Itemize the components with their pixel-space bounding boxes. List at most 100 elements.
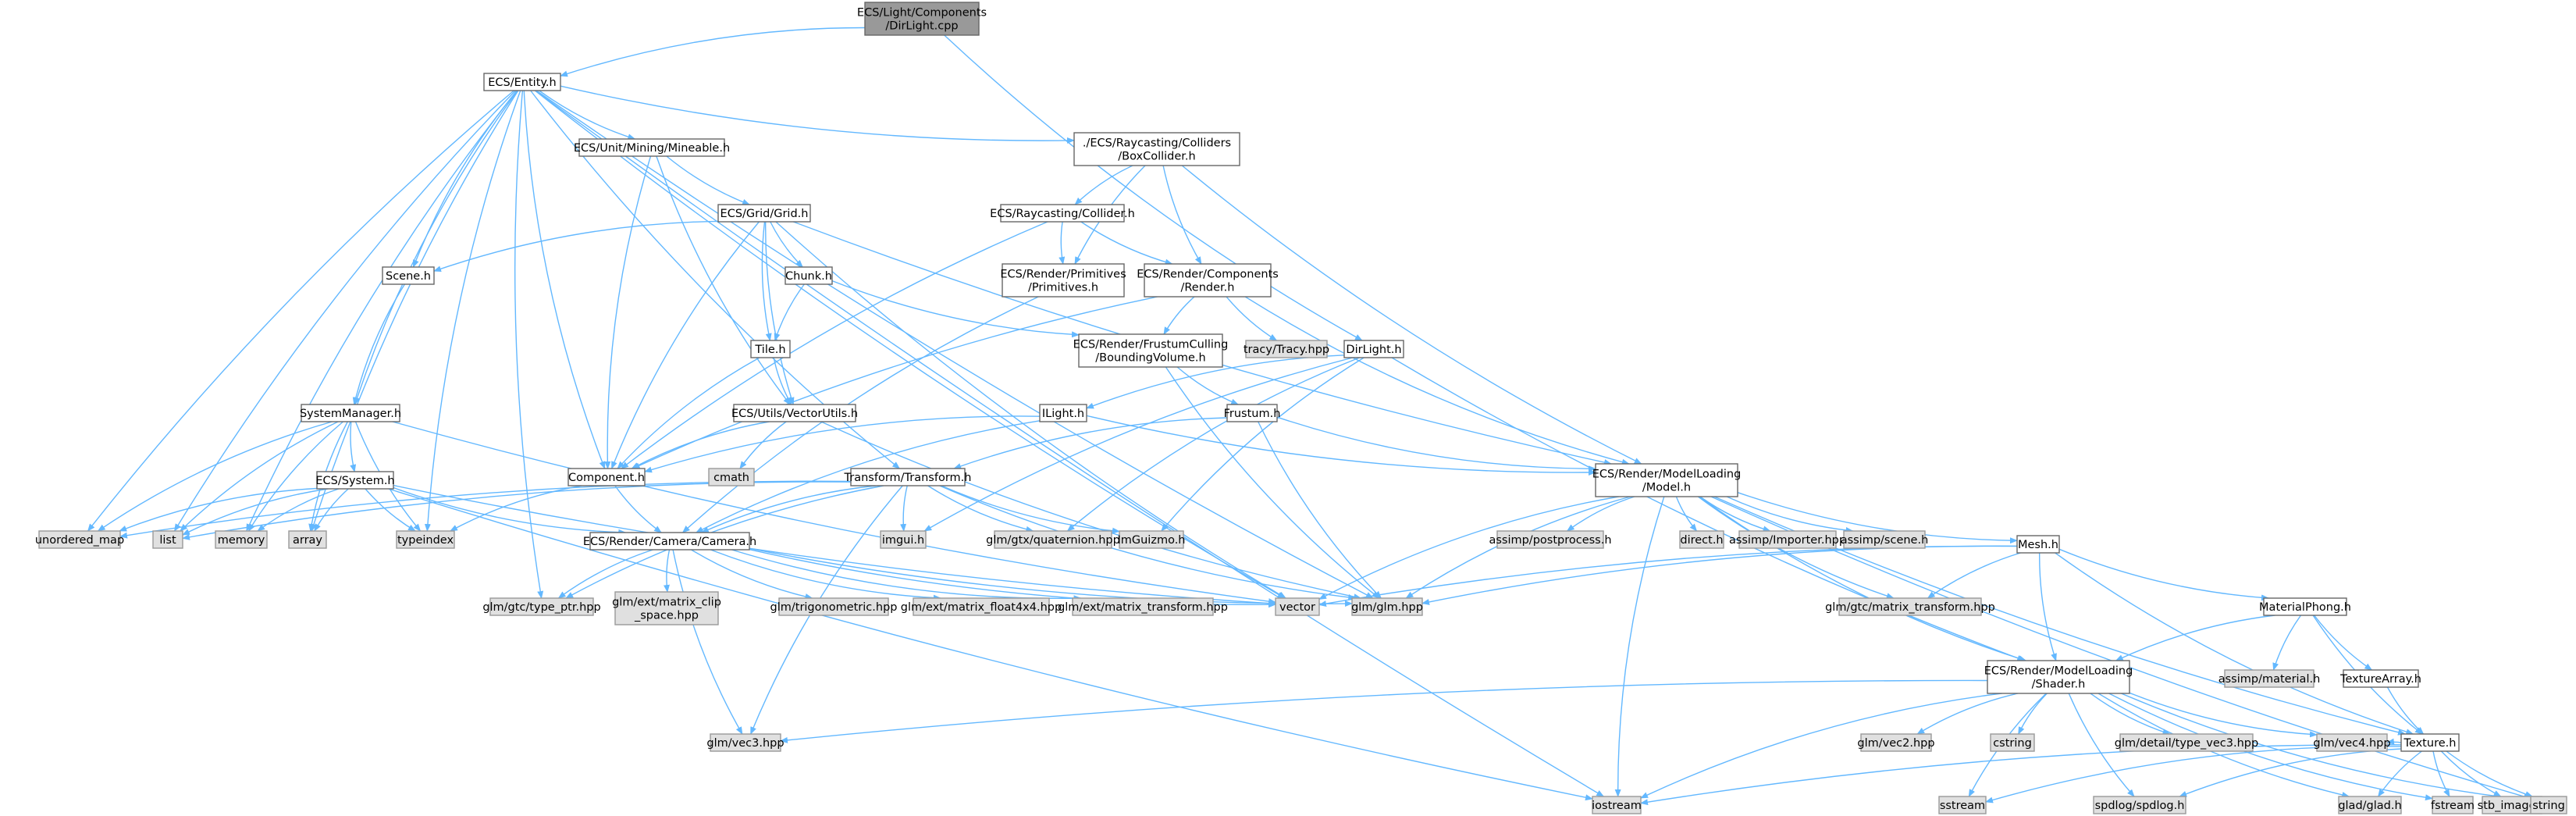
node-transform-h[interactable]: Transform/Transform.h (844, 468, 972, 486)
node-collider-h[interactable]: ECS/Raycasting/Collider.h (990, 204, 1135, 223)
node-cstring[interactable]: cstring (1990, 733, 2035, 752)
edge-system-h-to-camera-h (393, 486, 627, 536)
node-assimp-material-h[interactable]: assimp/material.h (2218, 669, 2321, 688)
node-box (1592, 796, 1642, 814)
node-materialphong-h[interactable]: MaterialPhong.h (2259, 597, 2351, 616)
node-box (483, 73, 561, 91)
edge-model-h-to-direct-h (1675, 496, 1698, 532)
edge-boundingvolume-h-to-frustum-h (1176, 366, 1240, 405)
edge-systemmanager-h-to-unordered-map (97, 421, 333, 532)
node-cmath[interactable]: cmath (708, 468, 755, 486)
node-label: ECS/Light/Components (857, 7, 987, 20)
node-scene-h[interactable]: Scene.h (382, 266, 435, 285)
node-primitives-h[interactable]: ECS/Render/Primitives/Primitives.h (1000, 263, 1126, 298)
node-dirlight-h[interactable]: DirLight.h (1343, 340, 1404, 358)
node-unordered-map[interactable]: unordered_map (35, 530, 124, 549)
node-postprocess-h[interactable]: assimp/postprocess.h (1489, 530, 1612, 549)
edge-entity-h-to-list (173, 90, 517, 532)
node-box (2224, 669, 2314, 688)
edge-system-h-to-memory (257, 488, 340, 532)
node-shader-h[interactable]: ECS/Render/ModelLoading/Shader.h (1984, 660, 2133, 694)
node-matrix-clip-space-hpp[interactable]: glm/ext/matrix_clip_space.hpp (612, 591, 721, 625)
node-ilight-h[interactable]: ILight.h (1039, 404, 1087, 422)
node-camera-h[interactable]: ECS/Render/Camera/Camera.h (583, 532, 756, 551)
edge-mesh-h-to-materialphong-h (2058, 548, 2269, 601)
node-matrix-float4x4-hpp[interactable]: glm/ext/matrix_float4x4.hpp (901, 597, 1062, 616)
node-gtc-matrix-transform-hpp[interactable]: glm/gtc/matrix_transform.hpp (1825, 597, 1995, 616)
node-vector[interactable]: vector (1275, 597, 1320, 616)
node-mesh-h[interactable]: Mesh.h (2016, 535, 2060, 554)
node-trigonometric-hpp[interactable]: glm/trigonometric.hpp (770, 597, 898, 616)
node-chunk-h[interactable]: Chunk.h (785, 266, 833, 285)
edge-grid-h-to-chunk-h (770, 221, 803, 268)
node-typeindex[interactable]: typeindex (396, 530, 455, 549)
node-label: glad/glad.h (2338, 800, 2401, 812)
node-model-h[interactable]: ECS/Render/ModelLoading/Model.h (1592, 463, 1742, 497)
node-vec2-hpp[interactable]: glm/vec2.hpp (1857, 733, 1935, 752)
node-texturearray-h[interactable]: TextureArray.h (2339, 669, 2421, 688)
node-spdlog-h[interactable]: spdlog/spdlog.h (2093, 796, 2186, 814)
node-imgui-h[interactable]: imgui.h (880, 530, 927, 549)
node-mineable-h[interactable]: ECS/Unit/Mining/Mineable.h (574, 138, 730, 157)
edge-grid-h-to-component-h (610, 221, 760, 469)
node-vectorutils-h[interactable]: ECS/Utils/VectorUtils.h (731, 404, 858, 422)
node-type-ptr-hpp[interactable]: glm/gtc/type_ptr.hpp (482, 597, 601, 616)
node-label: glm/ext/matrix_float4x4.hpp (901, 601, 1062, 614)
node-box (864, 2, 980, 36)
node-ext-matrix-transform-hpp[interactable]: glm/ext/matrix_transform.hpp (1058, 597, 1228, 616)
node-label: /DirLight.cpp (885, 20, 958, 33)
edge-render-h-to-component-h (632, 296, 1158, 469)
node-direct-h[interactable]: direct.h (1679, 530, 1724, 549)
node-importer-hpp[interactable]: assimp/Importer.hpp (1729, 530, 1846, 549)
node-frustum-h[interactable]: Frustum.h (1224, 404, 1281, 422)
node-glm-hpp[interactable]: glm/glm.hpp (1351, 597, 1423, 616)
node-layer: ECS/Light/Components/DirLight.cppECS/Ent… (35, 2, 2567, 814)
node-label: Frustum.h (1224, 408, 1281, 420)
node-boxcollider-h[interactable]: ./ECS/Raycasting/Colliders/BoxCollider.h (1073, 132, 1240, 166)
node-box (1039, 404, 1087, 422)
node-iostream[interactable]: iostream (1592, 796, 1642, 814)
node-system-h[interactable]: ECS/System.h (315, 471, 395, 490)
node-tracy-hpp[interactable]: tracy/Tracy.hpp (1244, 340, 1329, 358)
edge-entity-h-to-type-ptr-hpp (514, 90, 544, 599)
edge-shader-h-to-spdlog-h (2068, 693, 2135, 797)
edge-shader-h-to-cstring (2018, 693, 2048, 735)
node-memory[interactable]: memory (215, 530, 268, 549)
edge-grid-h-to-vector (775, 221, 1286, 599)
node-grid-h[interactable]: ECS/Grid/Grid.h (717, 204, 811, 223)
node-label: cmath (713, 472, 749, 484)
edge-entity-h-to-mineable-h (539, 90, 636, 141)
node-boundingvolume-h[interactable]: ECS/Render/FrustumCulling/BoundingVolume… (1073, 333, 1229, 368)
node-systemmanager-h[interactable]: SystemManager.h (300, 404, 401, 422)
node-list[interactable]: list (152, 530, 183, 549)
node-box (152, 530, 183, 549)
node-quaternion-hpp[interactable]: glm/gtx/quaternion.hpp (986, 530, 1120, 549)
node-sstream[interactable]: sstream (1938, 796, 1987, 814)
node-label: /Model.h (1642, 482, 1691, 494)
edge-ilight-h-to-component-h (644, 415, 1041, 473)
node-box (1275, 597, 1320, 616)
node-label: glm/gtc/type_ptr.hpp (482, 601, 600, 614)
node-label: unordered_map (35, 534, 124, 547)
node-render-h[interactable]: ECS/Render/Components/Render.h (1137, 263, 1279, 298)
node-vec4-hpp[interactable]: glm/vec4.hpp (2313, 733, 2391, 752)
node-box (1245, 340, 1328, 358)
edge-shader-h-to-vec3-hpp (780, 679, 1988, 743)
node-glad-h[interactable]: glad/glad.h (2338, 796, 2402, 814)
node-type-vec3-hpp[interactable]: glm/detail/type_vec3.hpp (2115, 733, 2258, 752)
node-dirlight-cpp[interactable]: ECS/Light/Components/DirLight.cpp (857, 2, 987, 36)
edge-dirlight-h-to-quaternion-hpp (1066, 357, 1360, 532)
node-tile-h[interactable]: Tile.h (750, 340, 791, 358)
node-string[interactable]: string (2530, 796, 2567, 814)
node-texture-h[interactable]: Texture.h (2400, 733, 2460, 752)
edge-tile-h-to-component-h (617, 357, 760, 469)
node-entity-h[interactable]: ECS/Entity.h (483, 73, 561, 91)
node-component-h[interactable]: Component.h (568, 468, 646, 486)
node-imguizmo-h[interactable]: ImGuizmo.h (1117, 530, 1186, 549)
node-vec3-hpp[interactable]: glm/vec3.hpp (706, 733, 785, 752)
node-label: assimp/scene.h (1841, 534, 1929, 547)
node-fstream[interactable]: fstream (2431, 796, 2475, 814)
node-array[interactable]: array (288, 530, 327, 549)
node-box (1343, 340, 1404, 358)
node-scene-assimp-h[interactable]: assimp/scene.h (1841, 530, 1929, 549)
